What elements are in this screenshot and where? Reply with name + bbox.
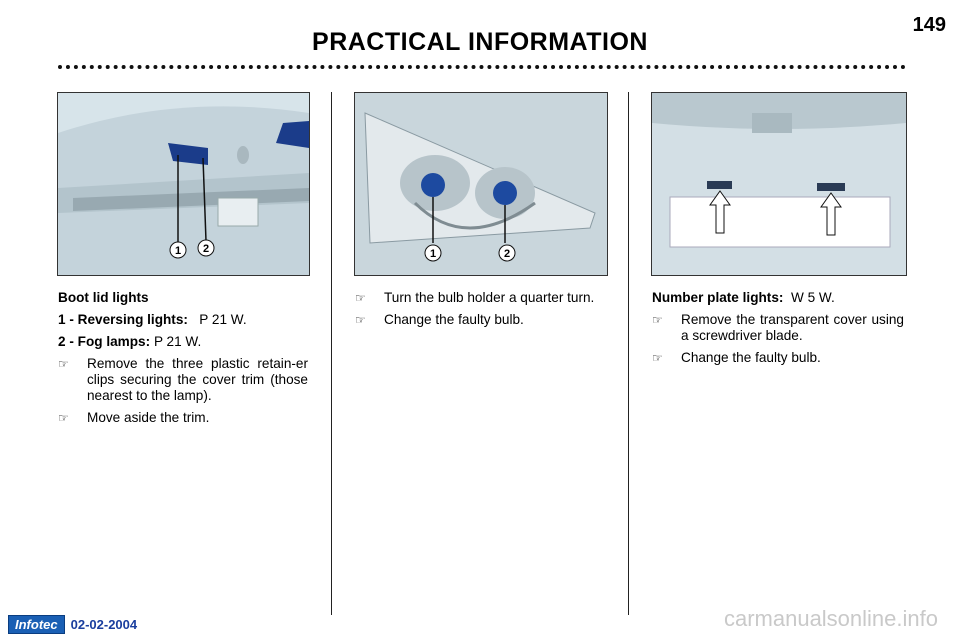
footer-date: 02-02-2004 bbox=[70, 617, 138, 632]
pointing-hand-icon: ☞ bbox=[58, 411, 69, 425]
column-divider bbox=[628, 92, 629, 615]
list-item: ☞ Remove the three plastic retain-er clip… bbox=[58, 356, 308, 404]
pointing-hand-icon: ☞ bbox=[652, 313, 663, 327]
section-heading: Boot lid lights bbox=[58, 290, 149, 305]
callout-2: 2 bbox=[203, 243, 209, 255]
list-item-text: Remove the transparent cover using a scr… bbox=[681, 312, 904, 343]
pointing-hand-icon: ☞ bbox=[355, 313, 366, 327]
reversing-lights-line: 1 - Reversing lights: P 21 W. bbox=[58, 312, 308, 328]
watermark: carmanualsonline.info bbox=[723, 606, 938, 631]
list-item: ☞ Remove the transparent cover using a sc… bbox=[652, 312, 904, 344]
callout-2: 2 bbox=[504, 248, 510, 260]
spec-label: Number plate lights: bbox=[652, 290, 784, 305]
list-item: ☞ Change the faulty bulb. bbox=[355, 312, 605, 328]
footer: Infotec 02-02-2004 bbox=[8, 615, 137, 634]
column-number-plate: Number plate lights: W 5 W. ☞ Remove the … bbox=[652, 290, 904, 372]
list-item-text: Change the faulty bulb. bbox=[384, 312, 524, 327]
infotec-logo: Infotec bbox=[8, 615, 65, 634]
list-item-text: Change the faulty bulb. bbox=[681, 350, 821, 365]
list-item: ☞ Change the faulty bulb. bbox=[652, 350, 904, 366]
pointing-hand-icon: ☞ bbox=[355, 291, 366, 305]
page-title: PRACTICAL INFORMATION bbox=[312, 28, 648, 56]
spec-label: 2 - Fog lamps: bbox=[58, 334, 151, 349]
column-divider bbox=[331, 92, 332, 615]
number-plate-line: Number plate lights: W 5 W. bbox=[652, 290, 904, 306]
lamp-bulb-holders-photo: 1 2 bbox=[354, 92, 608, 276]
list-item-text: Move aside the trim. bbox=[87, 410, 210, 425]
callout-1: 1 bbox=[175, 245, 181, 257]
callout-1: 1 bbox=[430, 248, 436, 260]
boot-lid-lights-photo: 1 2 bbox=[57, 92, 310, 276]
list-item-text: Remove the three plastic retain-er clips… bbox=[87, 356, 308, 403]
list-item: ☞ Move aside the trim. bbox=[58, 410, 308, 426]
dotted-rule bbox=[58, 65, 906, 69]
pointing-hand-icon: ☞ bbox=[58, 357, 69, 371]
spec-value: W 5 W. bbox=[790, 290, 835, 305]
spec-value: P 21 W. bbox=[153, 334, 202, 349]
spec-label: 1 - Reversing lights: bbox=[58, 312, 188, 327]
pointing-hand-icon: ☞ bbox=[652, 351, 663, 365]
page-number: 149 bbox=[912, 14, 946, 36]
list-item-text: Turn the bulb holder a quarter turn. bbox=[384, 290, 595, 305]
fog-lamps-line: 2 - Fog lamps: P 21 W. bbox=[58, 334, 308, 350]
column-boot-lid: Boot lid lights 1 - Reversing lights: P … bbox=[58, 290, 308, 432]
list-item: ☞ Turn the bulb holder a quarter turn. bbox=[355, 290, 605, 306]
number-plate-lights-photo bbox=[651, 92, 907, 276]
spec-value: P 21 W. bbox=[199, 312, 247, 327]
column-bulb-holder: ☞ Turn the bulb holder a quarter turn. ☞ C… bbox=[355, 290, 605, 334]
